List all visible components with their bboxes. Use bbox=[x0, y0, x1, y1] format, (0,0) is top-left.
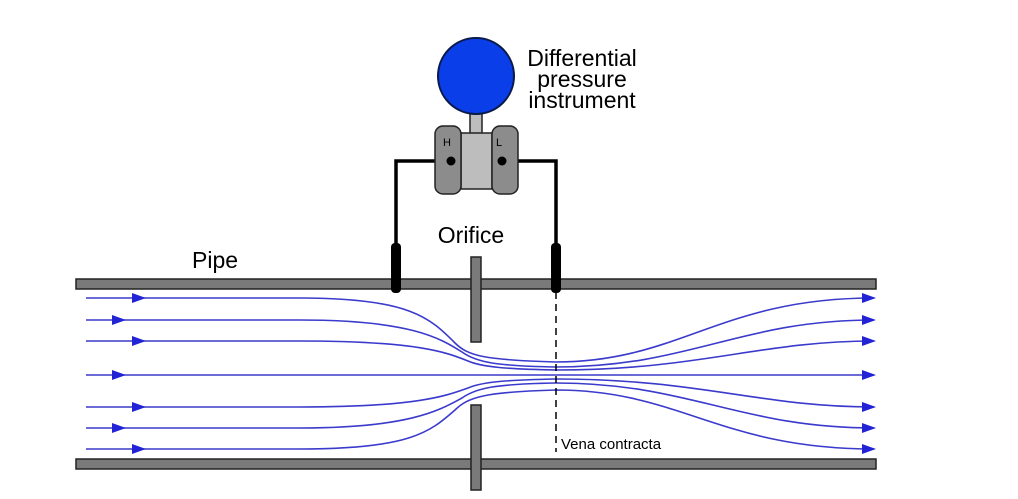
vena-contracta-label: Vena contracta bbox=[561, 436, 662, 453]
high-side-impulse-line bbox=[394, 159, 443, 246]
pipe-label: Pipe bbox=[192, 247, 238, 273]
low-side-impulse-line bbox=[510, 159, 558, 246]
outlet-arrow bbox=[862, 370, 876, 380]
inlet-arrow bbox=[112, 370, 126, 380]
streamline bbox=[86, 382, 875, 429]
instrument-label-line1: Differential bbox=[527, 45, 637, 71]
orifice-plate-top bbox=[470, 256, 482, 343]
inlet-arrow bbox=[112, 315, 126, 325]
streamline bbox=[86, 319, 875, 368]
inlet-arrow bbox=[132, 293, 146, 303]
inlet-arrow bbox=[132, 444, 146, 454]
low-pressure-tap bbox=[551, 243, 561, 293]
instrument-label-line3: instrument bbox=[528, 87, 636, 113]
low-port-dot bbox=[497, 156, 507, 166]
streamline bbox=[86, 378, 875, 408]
outlet-arrow bbox=[862, 402, 876, 412]
gauge-dial bbox=[437, 37, 515, 115]
outlet-arrow bbox=[862, 444, 876, 454]
flow-arrows bbox=[112, 293, 876, 454]
high-port-label: H bbox=[443, 137, 451, 149]
outlet-arrow bbox=[862, 293, 876, 303]
outlet-arrow bbox=[862, 336, 876, 346]
streamline bbox=[86, 297, 875, 363]
orifice-label: Orifice bbox=[438, 222, 504, 248]
inlet-arrow bbox=[132, 402, 146, 412]
orifice-plate-bottom bbox=[470, 404, 482, 491]
outlet-arrow bbox=[862, 315, 876, 325]
impulse-lines bbox=[394, 159, 558, 246]
streamline bbox=[86, 340, 875, 371]
streamline bbox=[86, 389, 875, 450]
instrument-label-line2: pressure bbox=[537, 66, 626, 92]
low-port-label: L bbox=[496, 137, 502, 149]
inlet-arrow bbox=[132, 336, 146, 346]
gauge-stem bbox=[469, 111, 483, 135]
inlet-arrow bbox=[112, 423, 126, 433]
high-pressure-tap bbox=[391, 243, 401, 293]
flow-streamlines bbox=[86, 297, 875, 450]
transmitter-body bbox=[460, 132, 493, 190]
high-port-dot bbox=[446, 156, 456, 166]
outlet-arrow bbox=[862, 423, 876, 433]
